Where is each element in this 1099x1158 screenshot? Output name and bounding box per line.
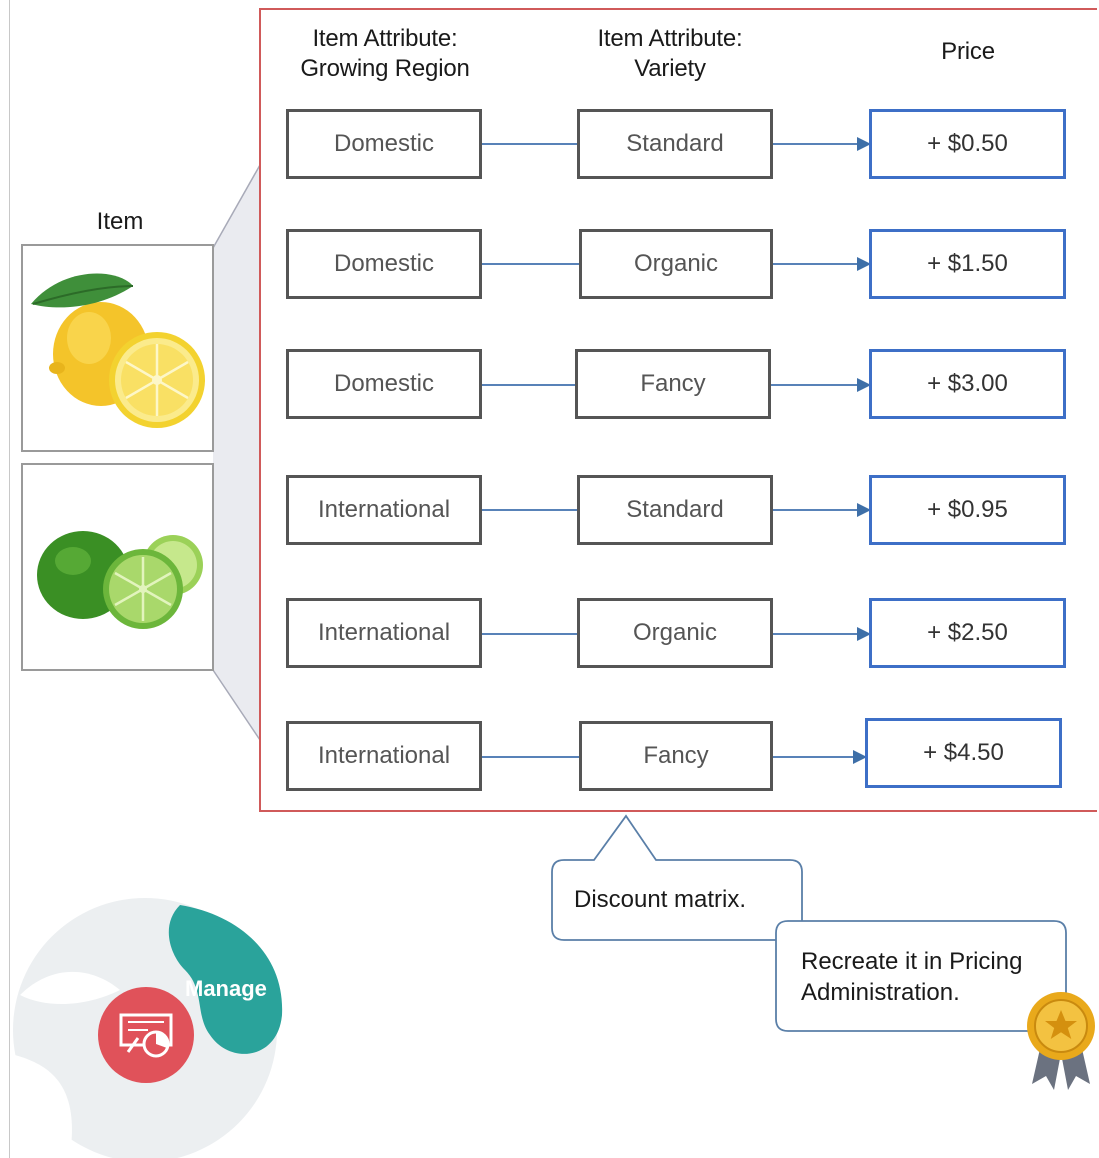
connector-line: [773, 509, 859, 511]
price-box: + $1.50: [869, 229, 1066, 299]
connector-line: [482, 509, 578, 511]
arrowhead-icon: [857, 627, 871, 641]
price-box: + $4.50: [865, 718, 1062, 788]
connector-line: [482, 756, 580, 758]
arrowhead-icon: [853, 750, 867, 764]
recreate-callout-text: Recreate it in Pricing Administration.: [801, 948, 1023, 1006]
connector-line: [771, 384, 859, 386]
arrowhead-icon: [857, 257, 871, 271]
connector-line: [482, 143, 578, 145]
price-box: + $0.50: [869, 109, 1066, 179]
discount-callout-text: Discount matrix.: [574, 886, 747, 913]
discount-callout-bubble: [551, 814, 803, 941]
variety-box: Standard: [577, 109, 773, 179]
region-box: International: [286, 721, 482, 791]
lime-card: [21, 463, 214, 671]
region-box: Domestic: [286, 349, 482, 419]
award-ribbon-icon: [1027, 992, 1095, 1090]
discount-matrix-frame: [259, 8, 1097, 812]
variety-box: Fancy: [575, 349, 771, 419]
price-box: + $3.00: [869, 349, 1066, 419]
lemon-card: [21, 244, 214, 452]
connector-line: [773, 143, 859, 145]
arrowhead-icon: [857, 378, 871, 392]
lemon-image: [31, 273, 205, 428]
variety-box: Organic: [579, 229, 773, 299]
arrowhead-icon: [857, 503, 871, 517]
manage-badge: [13, 898, 283, 1158]
item-title: Item: [96, 208, 144, 235]
connector-line: [482, 384, 576, 386]
lime-image: [37, 531, 203, 629]
variety-box: Standard: [577, 475, 773, 545]
region-box: International: [286, 598, 482, 668]
header-growing-region: Item Attribute: Growing Region: [300, 25, 470, 82]
price-box: + $2.50: [869, 598, 1066, 668]
left-rule: [9, 0, 10, 1158]
connector-line: [773, 263, 859, 265]
header-price: Price: [941, 38, 995, 65]
arrowhead-icon: [857, 137, 871, 151]
region-box: Domestic: [286, 229, 482, 299]
variety-box: Organic: [577, 598, 773, 668]
variety-box: Fancy: [579, 721, 773, 791]
connector-line: [482, 263, 580, 265]
price-list-icon: [119, 1013, 173, 1058]
manage-label: Manage: [185, 976, 267, 1001]
header-variety: Item Attribute: Variety: [597, 25, 743, 82]
region-box: Domestic: [286, 109, 482, 179]
connector-line: [482, 633, 578, 635]
connector-line: [773, 633, 859, 635]
region-box: International: [286, 475, 482, 545]
connector-line: [773, 756, 855, 758]
price-box: + $0.95: [869, 475, 1066, 545]
